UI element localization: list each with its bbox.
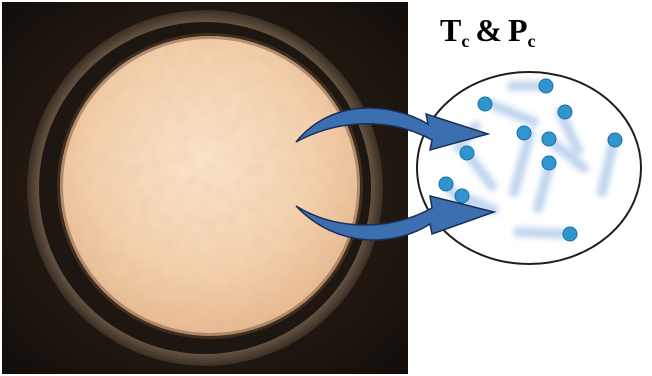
molecule-icon [517, 126, 531, 140]
molecule-icon [542, 156, 556, 170]
molecule-icon [542, 132, 556, 146]
molecule-icon [558, 105, 572, 119]
molecule-icon [539, 79, 553, 93]
critical-conditions-title: Tc&Pc [440, 14, 536, 50]
pressure-subscript: c [528, 31, 536, 51]
pressure-symbol: P [508, 12, 528, 48]
molecule-icon [460, 146, 474, 160]
molecule-icon [455, 189, 469, 203]
molecule-icon [563, 227, 577, 241]
temperature-symbol: T [440, 12, 461, 48]
temperature-subscript: c [461, 31, 469, 51]
molecule-icon [478, 97, 492, 111]
molecule-icon [608, 133, 622, 147]
molecule-icon [439, 177, 453, 191]
connector-symbol: & [475, 12, 502, 48]
